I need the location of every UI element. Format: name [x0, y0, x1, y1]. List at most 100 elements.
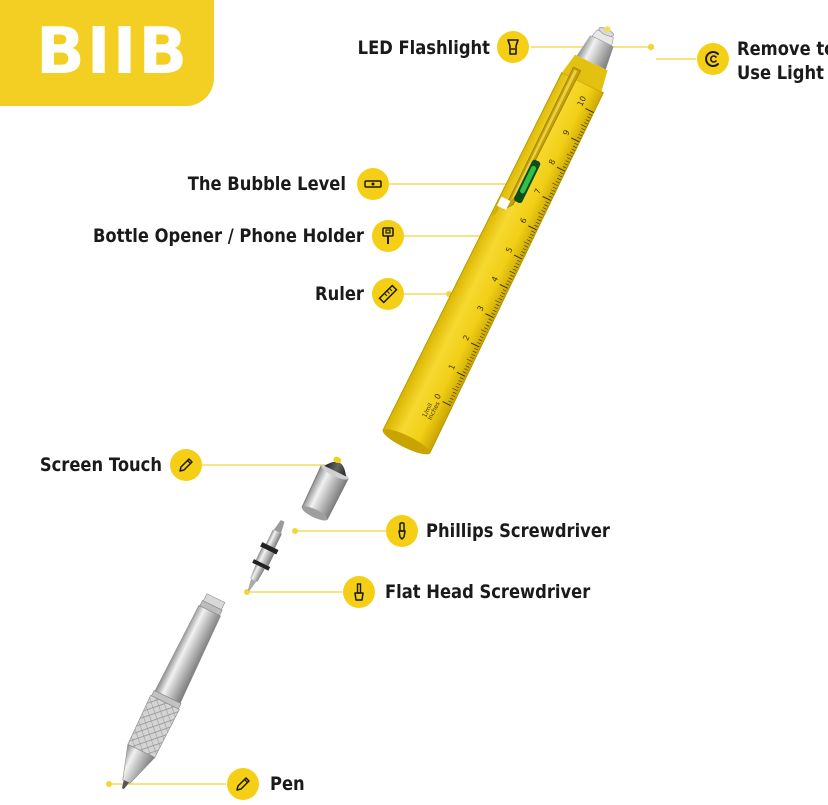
ruler-tick	[519, 254, 524, 257]
ruler-tick	[442, 401, 451, 406]
ruler-tick	[567, 157, 571, 160]
ruler-tick	[529, 233, 534, 236]
ruler-number: 8	[547, 158, 557, 167]
ruler-tick	[585, 119, 590, 122]
brand-logo-box: BIIB	[0, 0, 214, 106]
ruler-tick	[559, 172, 564, 175]
ruler-tick	[562, 166, 567, 169]
level-icon	[357, 168, 389, 200]
ruler-tick	[502, 289, 507, 292]
ruler-tick	[491, 312, 496, 315]
bottle-opener-icon	[372, 220, 404, 252]
ruler-tick	[528, 225, 537, 231]
pen-barrel	[122, 593, 226, 790]
ruler-tick	[465, 365, 470, 368]
ruler-number: 6	[518, 216, 528, 225]
ruler-tick	[531, 230, 536, 233]
ruler-tick	[513, 254, 523, 260]
ruler-tick	[557, 177, 561, 181]
ruler-tick	[498, 298, 503, 301]
ruler-tick	[480, 329, 487, 333]
ruler-tick	[538, 215, 543, 219]
ruler-tick	[459, 377, 464, 380]
ruler-tick	[572, 145, 577, 148]
ruler-tick	[558, 174, 563, 178]
pencil-icon	[170, 449, 202, 481]
ruler-tick	[509, 270, 516, 274]
ruler-tick	[452, 387, 458, 392]
ruler-tick	[485, 313, 494, 319]
ruler-label: Ruler	[315, 283, 364, 305]
ruler-tick	[536, 218, 541, 222]
ruler-tick	[544, 204, 549, 207]
flashlight-icon	[497, 31, 529, 63]
ruler-tick	[488, 318, 493, 321]
screwdriver-icon	[386, 515, 418, 547]
ruler-number: 5	[504, 246, 514, 255]
ruler-number: 3	[476, 304, 486, 313]
ruler-tick	[485, 324, 490, 327]
ruler-tick	[584, 122, 589, 125]
ruler-number: 4	[490, 275, 500, 284]
ruler-tick	[469, 356, 474, 359]
ruler-number: 2	[461, 334, 471, 343]
ruler-tick	[499, 283, 509, 289]
remove-to-use-light-line2: Use Light	[737, 62, 824, 84]
ruler-tick	[474, 347, 478, 351]
ruler-tick	[587, 116, 591, 119]
ruler-tick	[566, 153, 573, 157]
ruler-tick	[534, 224, 538, 228]
stylus-cap	[301, 456, 349, 521]
ruler-tick	[508, 277, 513, 280]
ruler-tick	[580, 124, 587, 128]
ruler-tick	[478, 339, 483, 342]
ruler-tick	[451, 394, 456, 398]
ruler-tick	[476, 341, 481, 345]
led-flashlight-label: LED Flashlight	[357, 37, 490, 59]
ruler-tick	[578, 133, 583, 137]
flat-screwdriver-icon	[343, 576, 375, 608]
ruler-tick	[552, 186, 557, 189]
ruler-tick	[556, 166, 566, 172]
ruler-tick	[555, 180, 560, 184]
ruler-tick	[449, 397, 454, 400]
ruler-tick	[541, 210, 546, 213]
ruler-tick	[528, 236, 533, 239]
ruler-tick	[492, 309, 497, 313]
ruler-tick	[472, 350, 477, 354]
ruler-tick	[495, 303, 500, 307]
ruler-tick	[571, 137, 580, 143]
ruler-tick	[515, 262, 520, 266]
ruler-tick	[512, 268, 517, 272]
phillips-screwdriver-label: Phillips Screwdriver	[426, 520, 610, 542]
ruler-tick	[458, 380, 463, 383]
cap-icon	[697, 43, 729, 75]
ruler-tick	[471, 353, 476, 357]
ruler-number: 9	[561, 128, 571, 137]
ruler-tick	[505, 283, 510, 286]
screen-touch-label: Screen Touch	[39, 454, 162, 476]
ruler-tick	[456, 371, 466, 377]
screwdriver-bit	[247, 519, 285, 592]
ruler-tick	[495, 300, 501, 304]
ruler-icon	[372, 278, 404, 310]
ruler-tick	[522, 248, 527, 251]
ruler-tick	[456, 383, 461, 386]
ruler-tick	[552, 182, 559, 187]
ruler-tick	[565, 160, 570, 163]
ruler-tick	[579, 131, 584, 134]
flat-head-screwdriver-label: Flat Head Screwdriver	[385, 581, 591, 603]
ruler-tick	[521, 251, 526, 254]
ruler-tick	[509, 274, 514, 277]
ruler-tick	[516, 259, 521, 263]
ruler-tick	[514, 265, 518, 269]
ruler-tick	[486, 321, 491, 324]
ruler-tick	[452, 391, 457, 395]
ruler-tick	[501, 292, 506, 295]
ruler-tick	[581, 128, 586, 131]
ruler-tick	[479, 336, 484, 339]
brand-logo: BIIB	[36, 15, 190, 89]
ruler-tick	[484, 327, 488, 330]
ruler-tick	[574, 142, 579, 146]
